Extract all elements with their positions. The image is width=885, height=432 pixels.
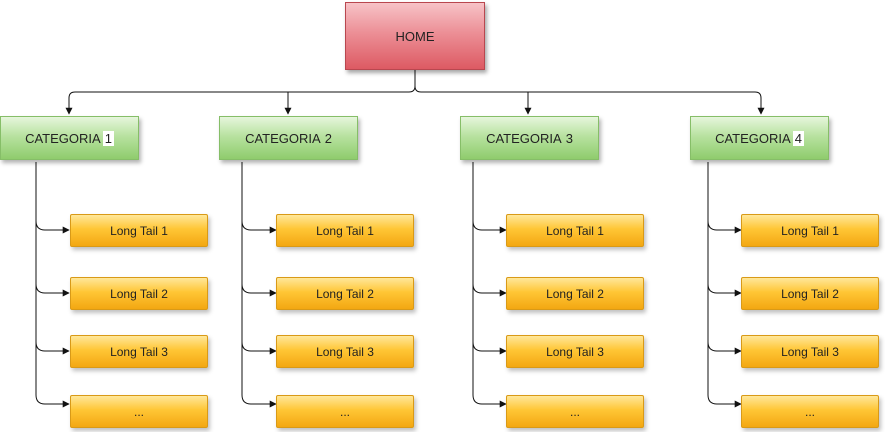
long-tail-label: ...	[804, 404, 815, 419]
long-tail-label: Long Tail 3	[546, 344, 604, 359]
long-tail-label: Long Tail 3	[110, 344, 168, 359]
category-number: 2	[324, 130, 332, 146]
long-tail-label: ...	[133, 404, 144, 419]
long-tail-node: Long Tail 2	[741, 277, 879, 310]
long-tail-label: Long Tail 2	[316, 286, 374, 301]
category-label: CATEGORIA	[486, 130, 562, 146]
home-label: HOME	[395, 28, 435, 44]
long-tail-node: ...	[276, 395, 414, 428]
long-tail-node: Long Tail 2	[506, 277, 644, 310]
long-tail-label: Long Tail 2	[546, 286, 604, 301]
long-tail-node: Long Tail 2	[276, 277, 414, 310]
long-tail-node: Long Tail 2	[70, 277, 208, 310]
long-tail-node: Long Tail 1	[276, 214, 414, 247]
long-tail-node: ...	[741, 395, 879, 428]
long-tail-label: Long Tail 3	[316, 344, 374, 359]
long-tail-label: Long Tail 3	[781, 344, 839, 359]
long-tail-label: ...	[569, 404, 580, 419]
long-tail-label: Long Tail 1	[110, 223, 168, 238]
long-tail-node: Long Tail 1	[70, 214, 208, 247]
category-number: 3	[565, 130, 573, 146]
long-tail-node: Long Tail 3	[276, 335, 414, 368]
long-tail-label: Long Tail 2	[110, 286, 168, 301]
long-tail-node: Long Tail 3	[741, 335, 879, 368]
category-number: 1	[102, 130, 114, 146]
long-tail-node: ...	[70, 395, 208, 428]
category-label: CATEGORIA	[25, 130, 101, 146]
category-label: CATEGORIA	[715, 130, 791, 146]
category-number: 4	[792, 130, 804, 146]
home-node: HOME	[345, 2, 485, 70]
long-tail-node: Long Tail 3	[70, 335, 208, 368]
long-tail-node: Long Tail 3	[506, 335, 644, 368]
category-label: CATEGORIA	[245, 130, 321, 146]
long-tail-node: ...	[506, 395, 644, 428]
long-tail-node: Long Tail 1	[741, 214, 879, 247]
long-tail-label: Long Tail 1	[546, 223, 604, 238]
long-tail-label: Long Tail 2	[781, 286, 839, 301]
long-tail-label: Long Tail 1	[781, 223, 839, 238]
long-tail-label: Long Tail 1	[316, 223, 374, 238]
long-tail-node: Long Tail 1	[506, 214, 644, 247]
long-tail-label: ...	[339, 404, 350, 419]
